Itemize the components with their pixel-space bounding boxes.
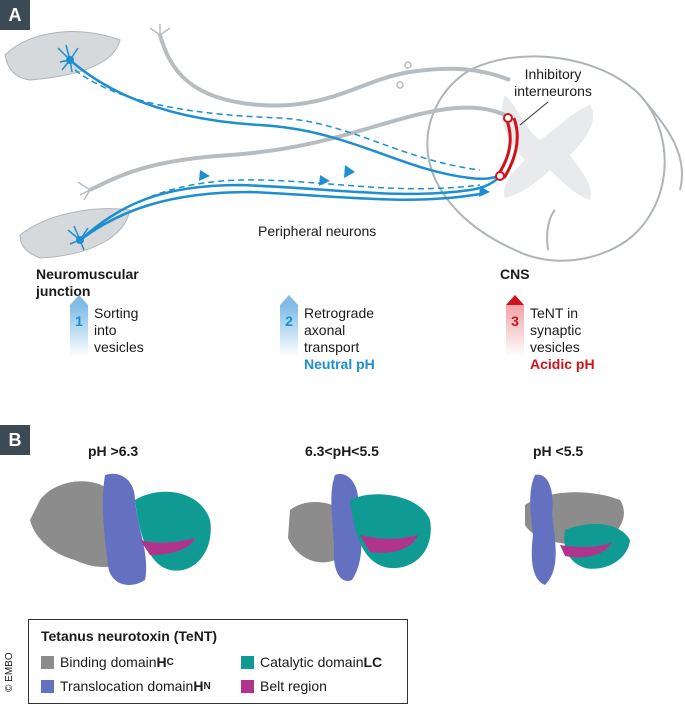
- step-3-line-2: synaptic: [530, 322, 582, 338]
- step-1-line-2: into: [94, 322, 117, 338]
- belt-swatch: [241, 679, 254, 693]
- ph-title-1: pH >6.3: [88, 443, 139, 459]
- step-2-number: 2: [285, 313, 293, 329]
- binding-sub: C: [166, 656, 174, 668]
- translocation-label: Translocation domain: [60, 678, 194, 694]
- belt-label: Belt region: [260, 678, 327, 694]
- step-3-note: Acidic pH: [530, 356, 595, 372]
- protein-structures: [30, 473, 630, 585]
- legend-item-catalytic: Catalytic domain LC: [241, 654, 382, 670]
- muscle-upper: [4, 31, 121, 81]
- step-3-number: 3: [511, 313, 519, 329]
- step-3-line-3: vesicles: [530, 339, 580, 355]
- grey-neuron-upper: [158, 34, 511, 108]
- translocation-bold: H: [193, 678, 204, 694]
- peripheral-label: Peripheral neurons: [258, 223, 377, 239]
- blue-axon-lower: [79, 175, 501, 241]
- nmj-label: Neuromuscular junction: [36, 266, 139, 299]
- protein-structure-3: [525, 474, 630, 585]
- step-2-line-1: Retrograde: [304, 305, 375, 321]
- catalytic-bold: LC: [363, 654, 383, 670]
- step-2-line-3: transport: [304, 339, 360, 355]
- binding-label: Binding domain: [60, 654, 157, 670]
- binding-swatch: [41, 655, 54, 669]
- panel-a-tag: A: [0, 0, 30, 30]
- protein-structure-1: [30, 473, 211, 585]
- blue-axon-lower-2: [79, 190, 481, 242]
- legend-item-belt: Belt region: [241, 678, 327, 694]
- legend-title: Tetanus neurotoxin (TeNT): [41, 628, 218, 644]
- blue-axon-lower-dashed: [89, 179, 481, 233]
- inhibitory-label: Inhibitory interneurons: [514, 66, 592, 99]
- translocation-sub: N: [203, 680, 211, 692]
- step-1: 1 Sorting into vesicles: [70, 295, 144, 357]
- translocation-swatch: [41, 679, 54, 693]
- neuron-diagram: [4, 24, 683, 262]
- grey-matter: [501, 95, 594, 200]
- legend: Tetanus neurotoxin (TeNT) Binding domain…: [28, 619, 408, 704]
- grey-neuron-lower: [89, 105, 506, 192]
- catalytic-swatch: [241, 655, 254, 669]
- binding-bold: H: [156, 654, 167, 670]
- step-2-note: Neutral pH: [304, 356, 375, 372]
- catalytic-label: Catalytic domain: [260, 654, 364, 670]
- copyright: © EMBO: [4, 652, 15, 692]
- step-1-number: 1: [75, 313, 83, 329]
- spinal-outline-shadow: [639, 94, 683, 191]
- step-3-line-1: TeNT in: [530, 305, 578, 321]
- spinal-fissure: [546, 209, 556, 251]
- protein-structure-2: [288, 474, 431, 581]
- blue-axon-upper-dashed: [74, 69, 481, 171]
- step-1-line-3: vesicles: [94, 339, 144, 355]
- ph-title-2: 6.3<pH<5.5: [305, 443, 379, 459]
- step-1-line-1: Sorting: [94, 305, 139, 321]
- step-3: 3 TeNT in synaptic vesicles Acidic pH: [506, 295, 595, 373]
- ph-title-3: pH <5.5: [533, 443, 584, 459]
- step-2: 2 Retrograde axonal transport Neutral pH: [280, 295, 375, 373]
- step-2-line-2: axonal: [304, 322, 346, 338]
- cns-label: CNS: [500, 266, 530, 282]
- panel-b-tag: B: [0, 425, 30, 455]
